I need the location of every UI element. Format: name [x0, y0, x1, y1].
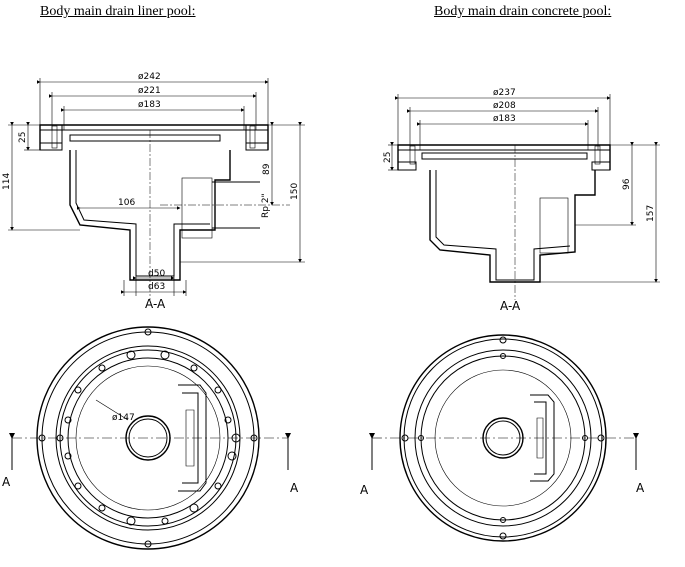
dim-d183: ø183 — [138, 100, 161, 110]
liner-pool-title: Body main drain liner pool: — [40, 4, 196, 19]
cut-label-concrete-right: A — [636, 481, 645, 495]
dim-d237: ø237 — [493, 88, 516, 98]
dim-h96: 96 — [622, 178, 632, 190]
dim-h150: 150 — [290, 183, 300, 200]
liner-bolt-holes — [38, 328, 258, 548]
dim-h25: 25 — [18, 132, 28, 143]
thread-rp2: Rp 2" — [261, 193, 271, 218]
dim-h25-concrete: 25 — [383, 152, 393, 163]
cut-label-concrete-left: A — [360, 483, 369, 497]
dim-w106: 106 — [118, 198, 135, 208]
liner-plan-view: ø147 A A — [2, 326, 299, 550]
dim-d50: d50 — [148, 269, 165, 279]
dim-d242: ø242 — [138, 72, 161, 82]
dim-d208: ø208 — [493, 101, 516, 111]
dim-h157: 157 — [646, 205, 656, 222]
section-label-concrete: A-A — [500, 299, 521, 313]
dim-h89: 89 — [262, 163, 272, 175]
section-label-liner: A-A — [145, 297, 166, 311]
cut-label-liner-right: A — [290, 481, 299, 495]
dim-d221: ø221 — [138, 86, 161, 96]
dim-d147: ø147 — [112, 413, 135, 423]
concrete-section-view: ø237 ø208 ø183 25 96 157 A-A — [383, 88, 660, 313]
liner-section-view: ø242 ø221 ø183 114 25 89 150 Rp 2" 106 d… — [2, 72, 305, 311]
dim-h114: 114 — [2, 173, 12, 190]
concrete-plan-view: A A — [360, 334, 645, 542]
concrete-pool-title: Body main drain concrete pool: — [434, 4, 612, 19]
dim-d63: d63 — [148, 282, 165, 292]
dim-d183-concrete: ø183 — [493, 114, 516, 124]
cut-label-liner-left: A — [2, 475, 11, 489]
